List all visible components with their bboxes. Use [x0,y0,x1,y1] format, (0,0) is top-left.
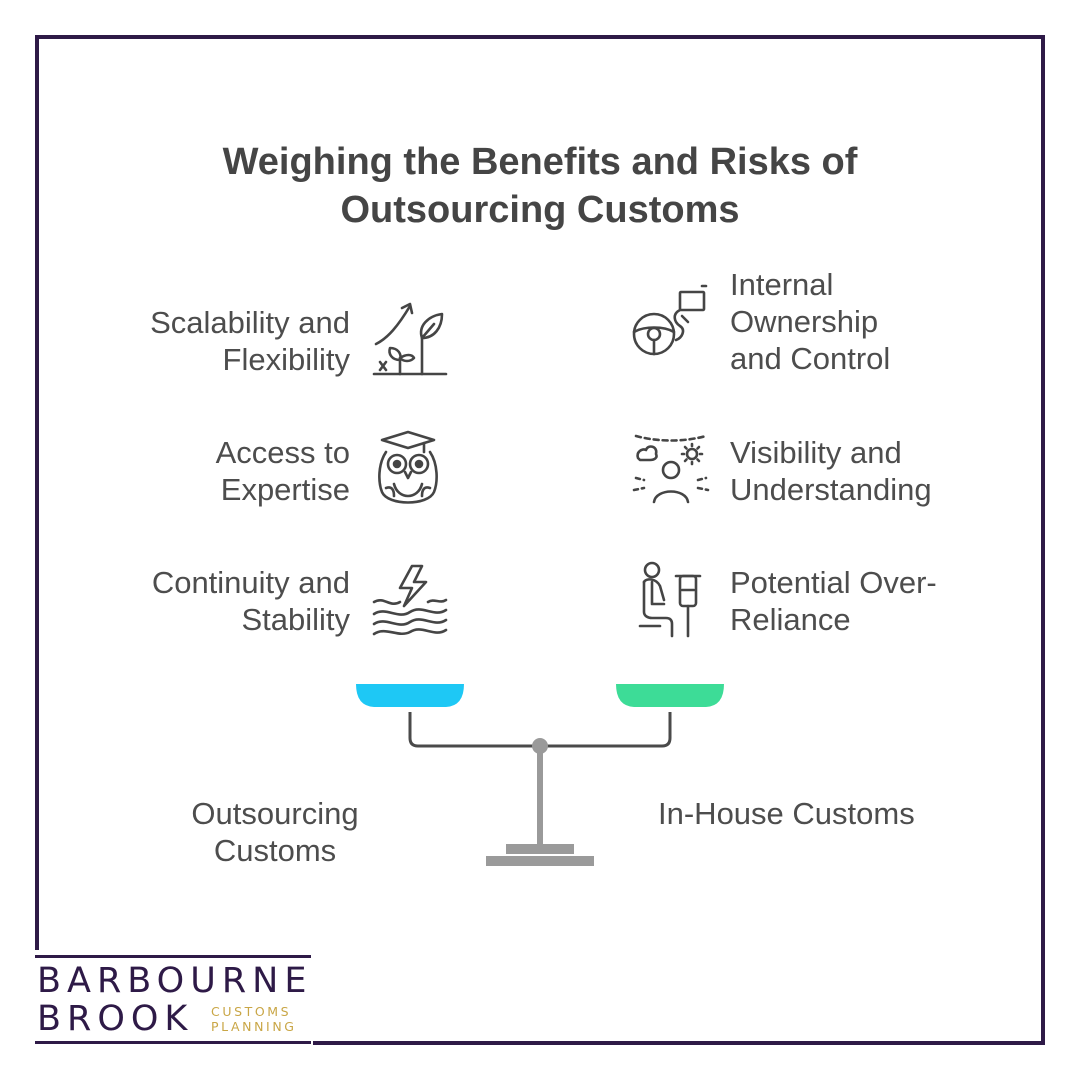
owl-graduate-icon [372,430,444,510]
label-outsourcing-customs: Outsourcing Customs [191,796,359,868]
lightning-waves-icon [370,562,450,638]
steering-wheel-icon [630,282,712,364]
label-internal-ownership-control: Internal Ownership and Control [730,267,891,376]
scale-base-bottom [486,856,594,866]
person-crutch-icon [636,560,702,640]
logo-backdrop [28,950,313,1048]
scale-base-top [506,844,574,854]
logo-word-barbourne: BARBOURNE [37,961,313,1001]
label-in-house-customs: In-House Customs [658,796,915,831]
label-access-expertise: Access to Expertise [215,435,350,507]
label-continuity-stability: Continuity and Stability [151,565,350,637]
logo-top-rule [35,955,311,958]
logo-sub-customs: CUSTOMS [211,1004,292,1019]
scale-pivot [532,738,548,754]
right-scale-pan [616,684,724,707]
left-scale-pan [356,684,464,707]
title-line-2: Outsourcing Customs [340,189,740,231]
logo-sub-planning: PLANNING [211,1019,297,1034]
barbourne-brook-logo: BARBOURNE BROOK CUSTOMS PLANNING [35,955,311,1045]
label-scalability-flexibility: Scalability and Flexibility [150,305,350,377]
diagram-title: Weighing the Benefits and Risks of Outso… [0,138,1080,234]
scale-pole [537,748,543,844]
page-frame [35,35,1045,1045]
logo-bottom-rule [35,1041,311,1044]
logo-word-brook: BROOK [37,999,194,1039]
label-visibility-understanding: Visibility and Understanding [730,435,932,507]
title-line-1: Weighing the Benefits and Risks of [222,141,858,183]
plant-growth-icon [370,298,450,378]
clear-view-person-icon [632,430,710,508]
label-potential-over-reliance: Potential Over- Reliance [730,565,937,637]
